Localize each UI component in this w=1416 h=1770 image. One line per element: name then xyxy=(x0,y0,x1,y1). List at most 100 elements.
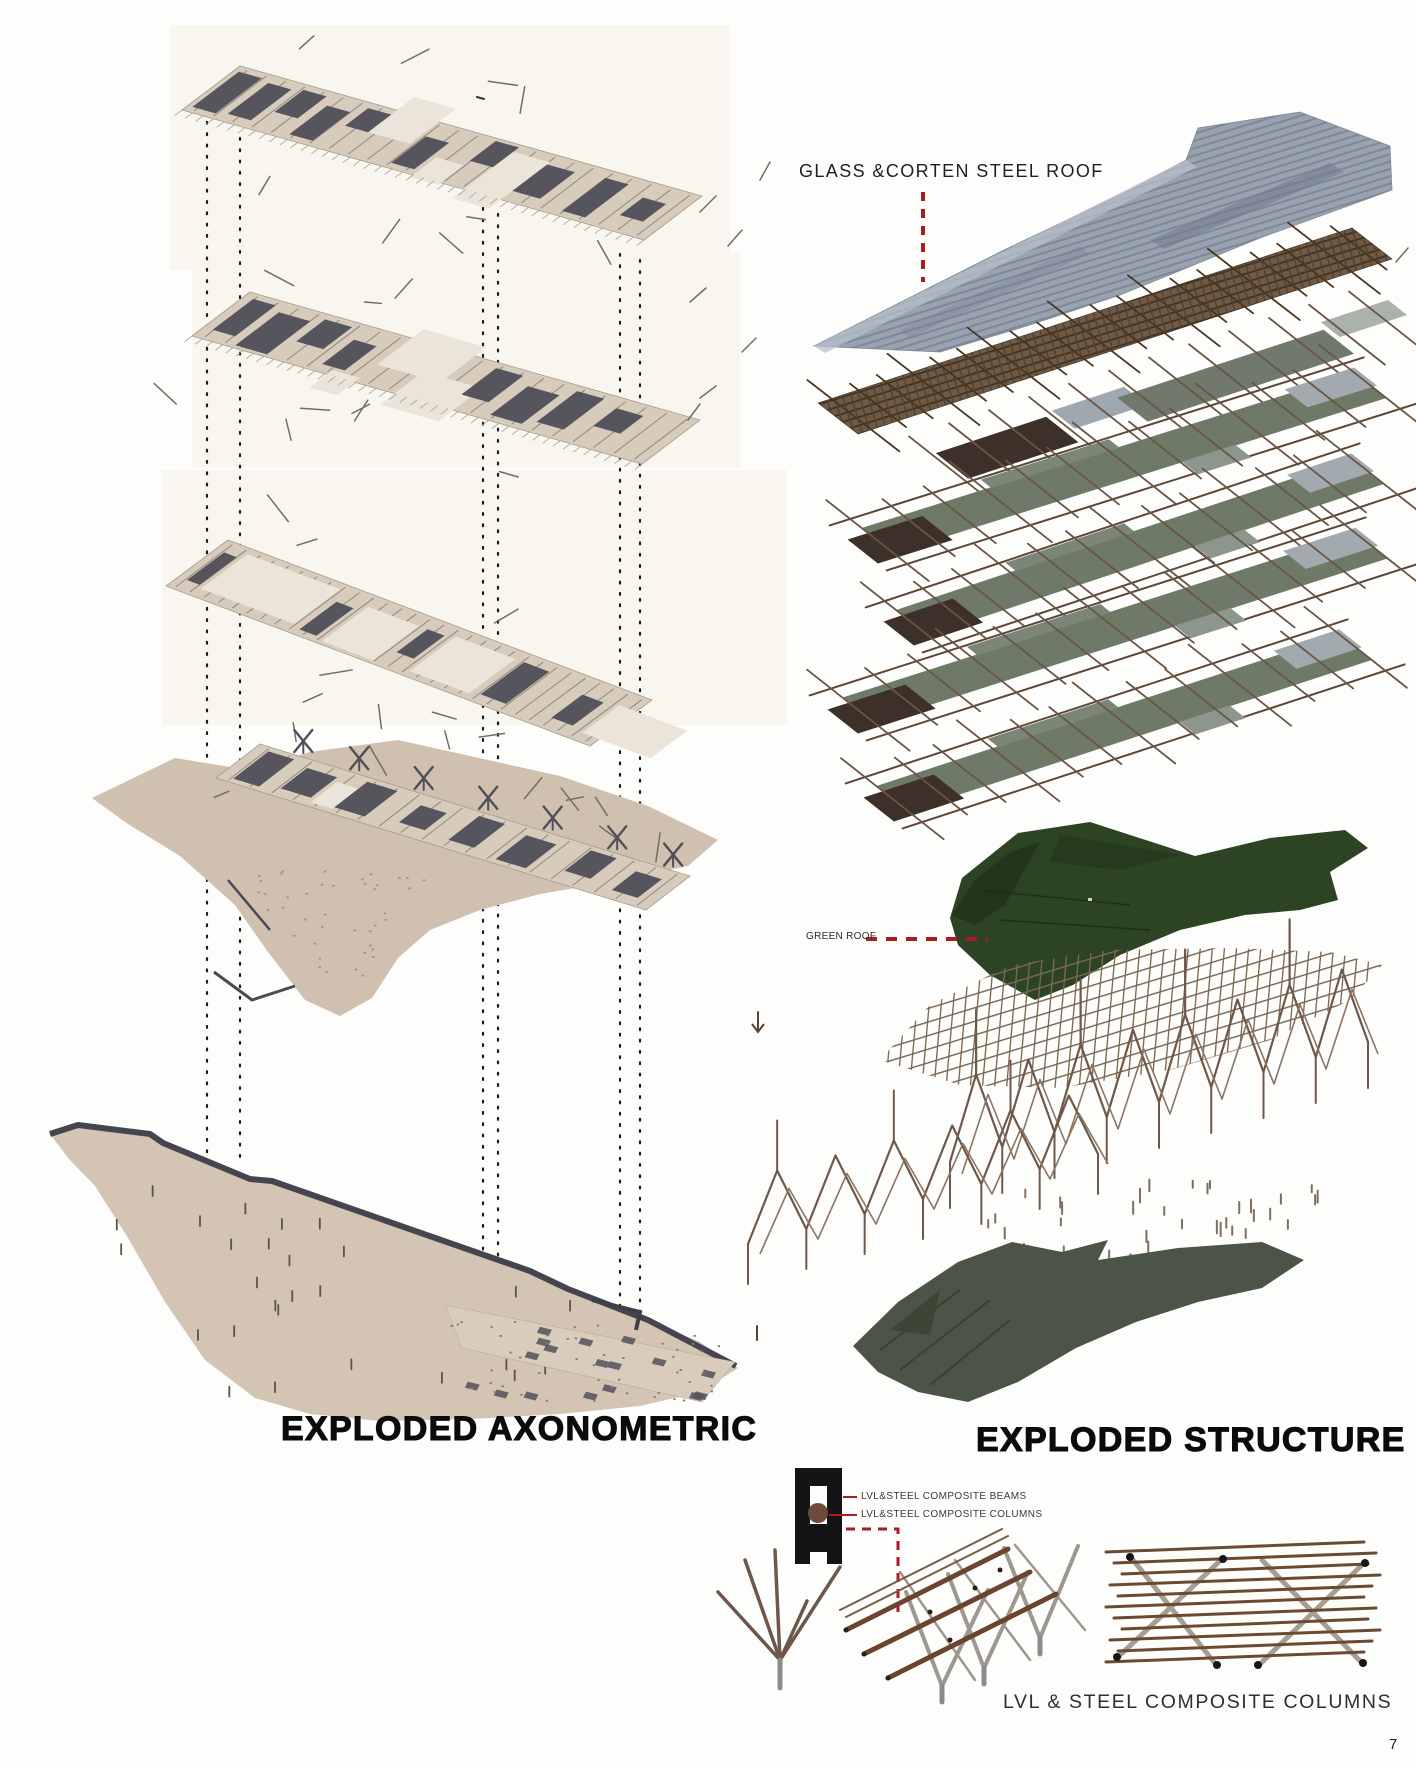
line-mark xyxy=(689,287,707,303)
bldg-dot xyxy=(490,1326,493,1329)
bldg-dot xyxy=(657,1392,660,1394)
bldg-dot xyxy=(672,1355,675,1358)
line-mark xyxy=(1125,680,1200,740)
line-mark xyxy=(864,667,939,726)
line-mark xyxy=(206,118,214,125)
line-mark xyxy=(479,195,487,202)
line-mark xyxy=(948,460,1053,544)
plate xyxy=(935,416,1079,479)
line-mark xyxy=(607,825,628,850)
plate xyxy=(274,89,327,119)
bldg-dot xyxy=(490,1369,493,1372)
line-mark xyxy=(309,102,363,144)
line-mark xyxy=(306,325,361,367)
lattice-mesh-layer xyxy=(880,948,1382,1088)
line-mark xyxy=(266,494,290,523)
axon-layer-roof xyxy=(174,35,703,265)
line-mark xyxy=(1112,1551,1378,1565)
green-roof-facet xyxy=(952,842,1040,925)
line-mark xyxy=(1089,304,1148,350)
line-mark xyxy=(1292,368,1367,428)
plate xyxy=(299,601,354,636)
line-mark xyxy=(500,667,558,710)
bldg-block xyxy=(700,1369,716,1379)
line-mark xyxy=(636,239,645,246)
line-mark xyxy=(258,133,267,140)
plaza-dot xyxy=(363,951,367,954)
line-mark xyxy=(615,233,624,240)
line-mark xyxy=(510,204,519,211)
line-mark xyxy=(1188,343,1266,406)
line-mark xyxy=(552,440,561,447)
line-mark xyxy=(1108,1628,1382,1642)
bldg-dot xyxy=(493,1391,497,1393)
plate xyxy=(536,391,605,430)
plate xyxy=(469,141,519,168)
line-mark xyxy=(271,761,313,794)
line-mark xyxy=(845,1535,1009,1618)
line-mark xyxy=(374,165,382,172)
line-mark xyxy=(624,460,633,467)
line-mark xyxy=(1027,542,1101,602)
bldg-dot xyxy=(653,1363,657,1365)
line-mark xyxy=(1116,1584,1374,1598)
green-roof-polygon xyxy=(950,822,1368,1000)
column-structure-studies xyxy=(716,1528,1382,1705)
line-mark xyxy=(531,210,540,217)
line-mark xyxy=(307,370,316,377)
joint-dot xyxy=(927,1609,933,1615)
line-mark xyxy=(593,451,602,459)
joint-dot xyxy=(843,1627,849,1633)
line-mark xyxy=(886,352,981,426)
plate xyxy=(512,164,575,199)
line-mark xyxy=(491,422,500,429)
line-mark xyxy=(471,417,479,424)
plaza-dot xyxy=(281,870,285,873)
line-mark xyxy=(565,796,585,802)
line-mark xyxy=(1206,247,1301,321)
plaza-dot xyxy=(286,896,289,899)
line-mark xyxy=(1293,454,1367,514)
plate xyxy=(827,684,936,734)
plate xyxy=(1181,444,1252,475)
line-mark xyxy=(1201,467,1307,551)
ground-facet xyxy=(899,1299,991,1371)
corten-frame-band xyxy=(806,221,1393,453)
line-mark xyxy=(421,807,463,840)
line-mark xyxy=(596,239,612,265)
line-mark xyxy=(401,629,459,673)
line-mark xyxy=(1195,382,1300,466)
line-mark xyxy=(1009,718,1084,778)
line-mark xyxy=(598,825,618,840)
line-mark xyxy=(438,232,464,254)
line-mark xyxy=(487,80,519,87)
line-mark xyxy=(1395,247,1409,263)
line-mark xyxy=(893,756,968,816)
plaza-dot xyxy=(369,873,373,876)
line-mark xyxy=(929,356,988,402)
joint-dot xyxy=(1359,1659,1367,1667)
line-mark xyxy=(215,344,224,351)
line-mark xyxy=(389,393,397,400)
line-mark xyxy=(716,1590,782,1662)
plaza-dot xyxy=(354,968,358,971)
line-mark xyxy=(1169,407,1244,467)
line-mark xyxy=(400,48,430,64)
bldg-dot xyxy=(700,1350,703,1353)
line-mark xyxy=(384,168,393,175)
line-mark xyxy=(501,425,510,432)
line-mark xyxy=(849,382,907,428)
truss-zigzag xyxy=(759,1112,1109,1255)
bldg-base xyxy=(444,1304,736,1403)
line-mark xyxy=(347,337,402,378)
line-mark xyxy=(1009,330,1068,376)
line-mark xyxy=(500,201,508,208)
line-mark xyxy=(264,269,295,287)
bldg-dot xyxy=(617,1378,621,1381)
line-mark xyxy=(626,236,634,243)
line-mark xyxy=(594,227,603,234)
line-mark xyxy=(1038,1544,1080,1640)
glass-roof-label: GLASS &CORTEN STEEL ROOF xyxy=(799,161,1104,181)
line-mark xyxy=(1163,571,1238,631)
